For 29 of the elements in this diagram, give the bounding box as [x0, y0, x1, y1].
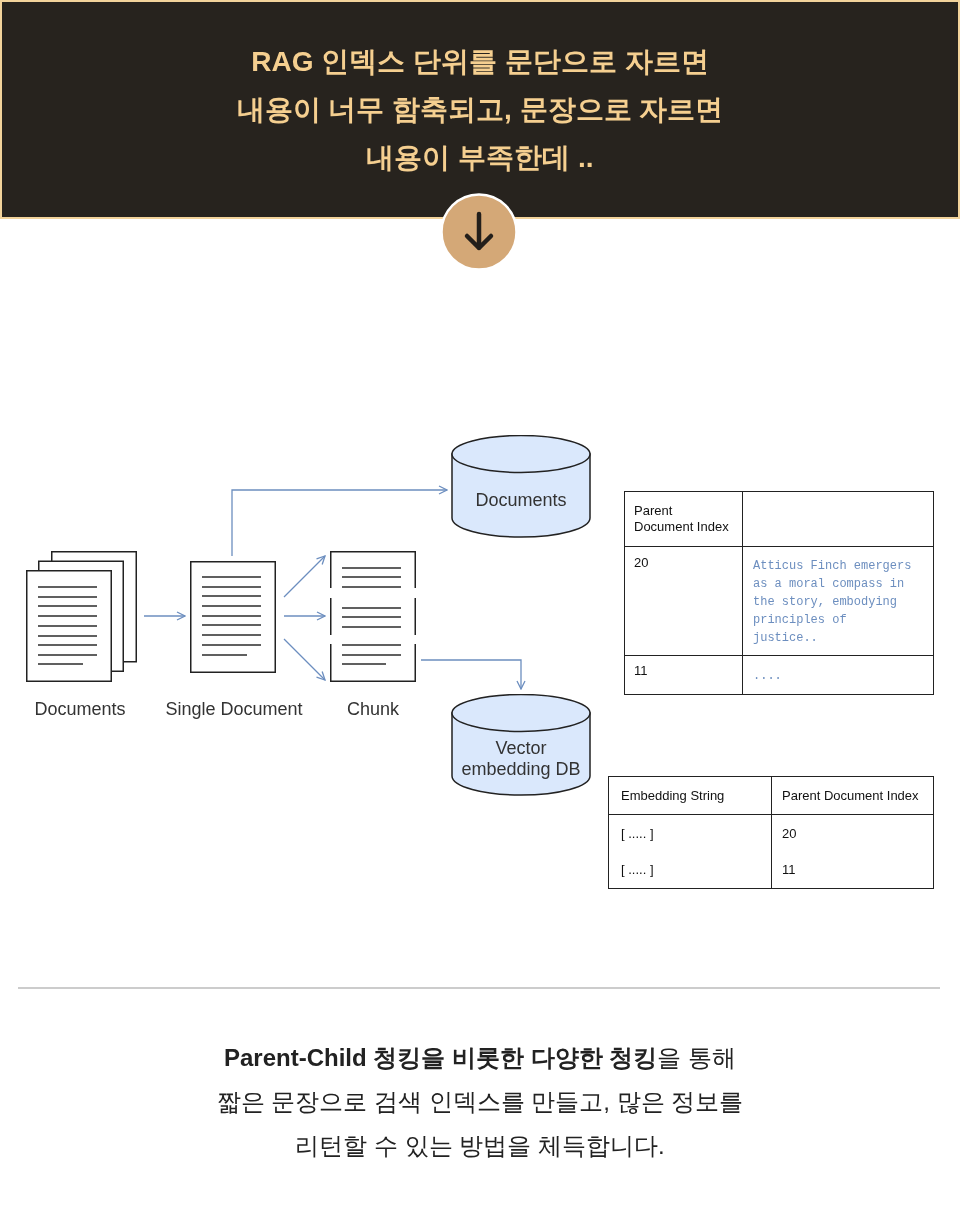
node-caption: Chunk: [347, 698, 399, 721]
column-header: Embedding String: [609, 777, 772, 815]
table-value: 11: [625, 656, 743, 694]
caption-text: Parent-Child 청킹을 비롯한 다양한 청킹을 통해 짧은 문장으로 검색 인덱스를 만들고, 많은 정보를 리턴할 수 있는 방법을 체득합니다.: [215, 1043, 745, 1161]
database-label: Vector embedding DB: [460, 738, 582, 780]
node-caption: Documents: [34, 698, 126, 721]
node-caption: Single Document: [165, 698, 303, 721]
table-value: 20: [781, 824, 798, 843]
table-value: 11: [781, 861, 797, 879]
text-snippet: Atticus Finch emergers as a moral compass in the story, embodying principles of justice..: [743, 547, 933, 656]
arrow: [283, 638, 326, 681]
arrow: [283, 611, 326, 621]
title-text: RAG 인덱스 단위를 문단으로 자르면 내용이 너무 함축되고, 문장으로 자르면 내용이 부족한데 ..: [235, 44, 725, 175]
arrow: [231, 485, 448, 557]
table-value: [ ..... ]: [609, 815, 772, 852]
column-header: Parent Document Index: [772, 777, 933, 815]
database-cylinder: [451, 435, 591, 538]
arrow: [283, 555, 326, 598]
database-label: Documents: [475, 490, 567, 511]
text-snippet: ....: [752, 668, 783, 685]
arrow: [420, 659, 526, 690]
table-value: 20: [625, 547, 743, 656]
split-document: [330, 551, 416, 682]
database-cylinder: [451, 694, 591, 796]
table-value: [ ..... ]: [609, 852, 772, 888]
document: [190, 561, 276, 673]
document-stack: [26, 551, 137, 682]
column-header: Parent Document Index: [625, 492, 743, 547]
arrow: [143, 611, 186, 621]
